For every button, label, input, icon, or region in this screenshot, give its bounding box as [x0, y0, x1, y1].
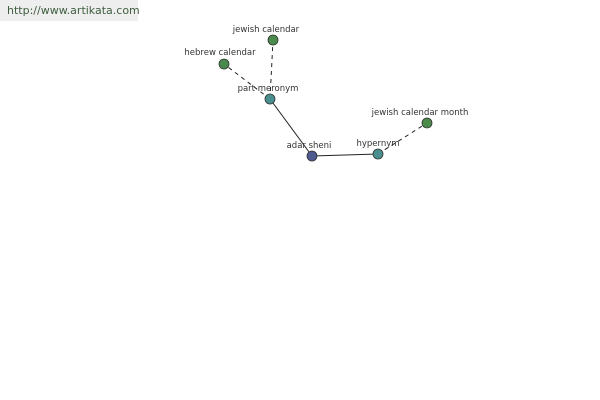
edge-center-to-part-meronym	[269, 98, 313, 157]
node-jewish-calendar-dot[interactable]	[267, 34, 279, 46]
site-url-banner[interactable]: http://www.artikata.com	[0, 0, 140, 21]
node-adar-sheni-label: adar sheni	[287, 141, 332, 151]
node-adar-sheni-dot[interactable]	[306, 150, 318, 162]
node-hypernym-label: hypernym	[356, 139, 399, 149]
edge-center-to-hypernym	[311, 153, 379, 157]
node-jewish-calendar-month[interactable]: jewish calendar month	[371, 108, 469, 129]
node-hebrew-calendar[interactable]: hebrew calendar	[184, 48, 256, 70]
node-hypernym[interactable]: hypernym	[356, 139, 400, 160]
node-hebrew-calendar-dot[interactable]	[218, 58, 230, 70]
nodes-layer: adar sheni part meronym hypernym jewish …	[184, 25, 469, 162]
node-part-meronym-dot[interactable]	[264, 93, 276, 105]
edge-hypernym-to-jewish-calendar-month	[377, 122, 428, 155]
node-hypernym-dot[interactable]	[372, 148, 384, 160]
node-jewish-calendar-month-label: jewish calendar month	[371, 108, 469, 118]
node-adar-sheni[interactable]: adar sheni	[287, 141, 332, 162]
node-jewish-calendar[interactable]: jewish calendar	[232, 25, 300, 46]
node-part-meronym-label: part meronym	[238, 84, 299, 94]
edge-part-meronym-to-hebrew-calendar	[223, 63, 271, 100]
edges-layer	[223, 39, 428, 157]
node-part-meronym[interactable]: part meronym	[238, 84, 299, 105]
node-jewish-calendar-month-dot[interactable]	[421, 117, 433, 129]
node-hebrew-calendar-label: hebrew calendar	[184, 48, 256, 58]
node-jewish-calendar-label: jewish calendar	[232, 25, 300, 35]
edge-part-meronym-to-jewish-calendar	[269, 39, 274, 100]
